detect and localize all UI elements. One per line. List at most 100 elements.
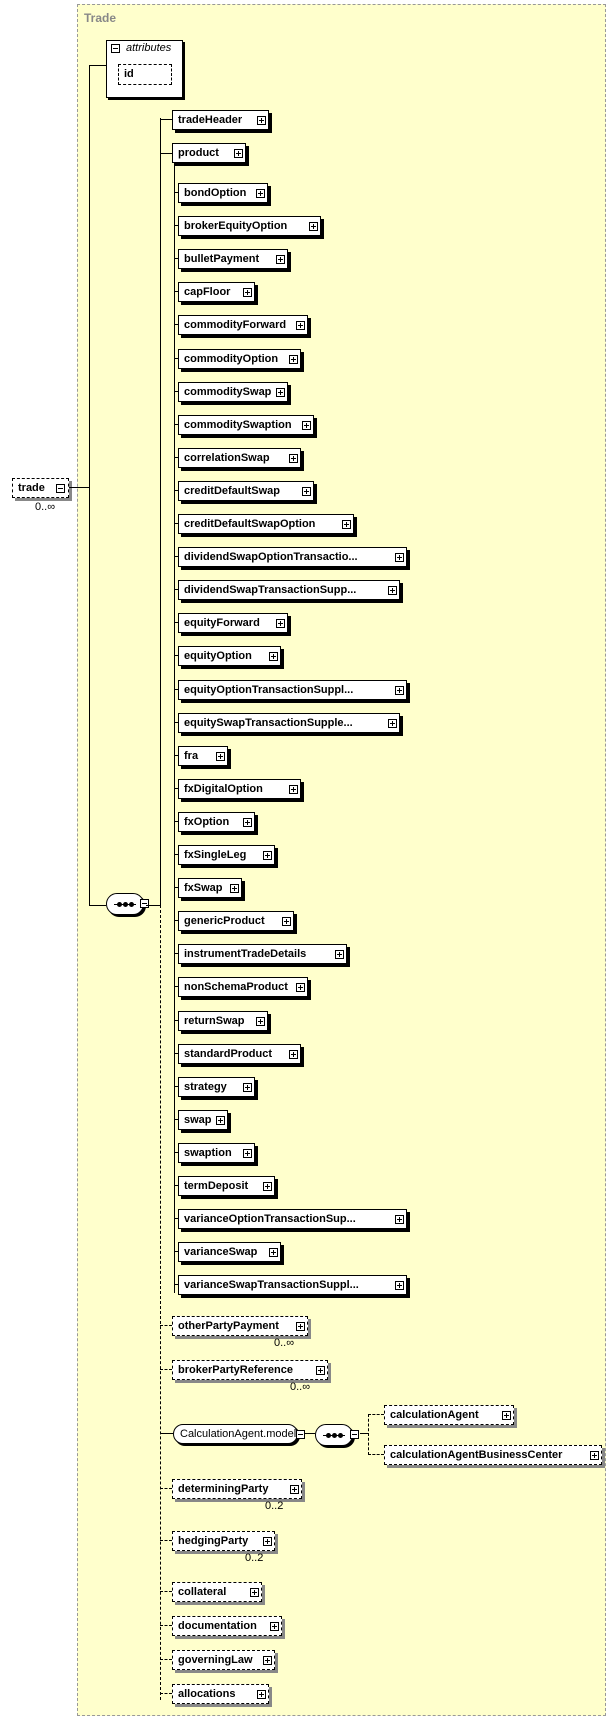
element-substitute-15[interactable]: equityOptionTransactionSuppl... xyxy=(178,680,407,700)
expand-icon[interactable] xyxy=(395,1281,404,1290)
element-collateral[interactable]: collateral xyxy=(172,1582,262,1602)
element-substitute-16[interactable]: equitySwapTransactionSupple... xyxy=(178,713,400,733)
expand-icon[interactable] xyxy=(263,1182,272,1191)
expand-icon[interactable] xyxy=(289,454,298,463)
expand-icon[interactable] xyxy=(276,255,285,264)
element-substitute-29[interactable]: swaption xyxy=(178,1143,255,1163)
element-substitute-24[interactable]: nonSchemaProduct xyxy=(178,977,308,997)
expand-icon[interactable] xyxy=(342,520,351,529)
element-substitute-30[interactable]: termDeposit xyxy=(178,1176,275,1196)
expand-icon[interactable] xyxy=(302,421,311,430)
element-substitute-20[interactable]: fxSingleLeg xyxy=(178,845,275,865)
element-substitute-3[interactable]: capFloor xyxy=(178,282,255,302)
element-determiningParty[interactable]: determiningParty xyxy=(172,1479,302,1499)
expand-icon[interactable] xyxy=(276,619,285,628)
element-substitute-33[interactable]: varianceSwapTransactionSuppl... xyxy=(178,1275,407,1295)
attributes-collapse-icon[interactable] xyxy=(111,44,120,53)
element-calculationAgent[interactable]: calculationAgent xyxy=(384,1405,514,1425)
expand-icon[interactable] xyxy=(250,1588,259,1597)
element-substitute-4[interactable]: commodityForward xyxy=(178,315,308,335)
expand-icon[interactable] xyxy=(395,1215,404,1224)
element-hedgingParty[interactable]: hedgingParty xyxy=(172,1531,275,1551)
group-collapse-icon[interactable] xyxy=(296,1430,305,1439)
element-otherPartyPayment[interactable]: otherPartyPayment xyxy=(172,1316,308,1336)
expand-icon[interactable] xyxy=(395,686,404,695)
element-brokerPartyReference[interactable]: brokerPartyReference xyxy=(172,1360,328,1380)
root-element-trade[interactable]: trade xyxy=(12,478,69,498)
attribute-id[interactable]: id xyxy=(118,64,172,85)
calculation-agent-model-group[interactable]: CalculationAgent.model xyxy=(173,1424,298,1444)
expand-icon[interactable] xyxy=(296,321,305,330)
expand-icon[interactable] xyxy=(243,288,252,297)
expand-icon[interactable] xyxy=(289,355,298,364)
element-calculationAgentBusinessCenter[interactable]: calculationAgentBusinessCenter xyxy=(384,1445,602,1465)
expand-icon[interactable] xyxy=(335,950,344,959)
element-tradeHeader[interactable]: tradeHeader xyxy=(172,110,269,130)
element-substitute-2[interactable]: bulletPayment xyxy=(178,249,288,269)
expand-icon[interactable] xyxy=(234,149,243,158)
expand-icon[interactable] xyxy=(256,189,265,198)
element-substitute-27[interactable]: strategy xyxy=(178,1077,255,1097)
element-substitute-9[interactable]: creditDefaultSwap xyxy=(178,481,314,501)
expand-icon[interactable] xyxy=(388,719,397,728)
element-substitute-17[interactable]: fra xyxy=(178,746,228,766)
collapse-icon[interactable] xyxy=(56,484,65,493)
expand-icon[interactable] xyxy=(290,1485,299,1494)
expand-icon[interactable] xyxy=(269,652,278,661)
element-documentation[interactable]: documentation xyxy=(172,1616,282,1636)
expand-icon[interactable] xyxy=(309,222,318,231)
element-substitute-31[interactable]: varianceOptionTransactionSup... xyxy=(178,1209,407,1229)
element-substitute-12[interactable]: dividendSwapTransactionSupp... xyxy=(178,580,400,600)
expand-icon[interactable] xyxy=(269,1248,278,1257)
expand-icon[interactable] xyxy=(502,1411,511,1420)
expand-icon[interactable] xyxy=(316,1366,325,1375)
element-substitute-7[interactable]: commoditySwaption xyxy=(178,415,314,435)
expand-icon[interactable] xyxy=(216,752,225,761)
sequence-collapse-icon[interactable] xyxy=(140,899,149,908)
expand-icon[interactable] xyxy=(216,1116,225,1125)
expand-icon[interactable] xyxy=(282,917,291,926)
element-substitute-8[interactable]: correlationSwap xyxy=(178,448,301,468)
element-substitute-19[interactable]: fxOption xyxy=(178,812,255,832)
expand-icon[interactable] xyxy=(590,1451,599,1460)
expand-icon[interactable] xyxy=(395,553,404,562)
expand-icon[interactable] xyxy=(263,851,272,860)
element-substitute-26[interactable]: standardProduct xyxy=(178,1044,301,1064)
group-sequence-collapse-icon[interactable] xyxy=(350,1430,359,1439)
expand-icon[interactable] xyxy=(296,1322,305,1331)
expand-icon[interactable] xyxy=(243,818,252,827)
element-substitute-22[interactable]: genericProduct xyxy=(178,911,294,931)
element-substitute-14[interactable]: equityOption xyxy=(178,646,281,666)
expand-icon[interactable] xyxy=(270,1622,279,1631)
expand-icon[interactable] xyxy=(243,1083,252,1092)
expand-icon[interactable] xyxy=(289,785,298,794)
expand-icon[interactable] xyxy=(302,487,311,496)
element-product[interactable]: product xyxy=(172,143,246,163)
element-substitute-10[interactable]: creditDefaultSwapOption xyxy=(178,514,354,534)
expand-icon[interactable] xyxy=(263,1537,272,1546)
element-substitute-23[interactable]: instrumentTradeDetails xyxy=(178,944,347,964)
element-substitute-32[interactable]: varianceSwap xyxy=(178,1242,281,1262)
element-substitute-25[interactable]: returnSwap xyxy=(178,1011,268,1031)
element-substitute-13[interactable]: equityForward xyxy=(178,613,288,633)
expand-icon[interactable] xyxy=(230,884,239,893)
expand-icon[interactable] xyxy=(257,116,266,125)
expand-icon[interactable] xyxy=(289,1050,298,1059)
expand-icon[interactable] xyxy=(276,388,285,397)
expand-icon[interactable] xyxy=(388,586,397,595)
element-substitute-18[interactable]: fxDigitalOption xyxy=(178,779,301,799)
element-governingLaw[interactable]: governingLaw xyxy=(172,1650,275,1670)
element-substitute-6[interactable]: commoditySwap xyxy=(178,382,288,402)
expand-icon[interactable] xyxy=(243,1149,252,1158)
expand-icon[interactable] xyxy=(263,1656,272,1665)
element-allocations[interactable]: allocations xyxy=(172,1684,269,1704)
element-substitute-28[interactable]: swap xyxy=(178,1110,228,1130)
element-substitute-11[interactable]: dividendSwapOptionTransactio... xyxy=(178,547,407,567)
expand-icon[interactable] xyxy=(257,1690,266,1699)
expand-icon[interactable] xyxy=(296,983,305,992)
expand-icon[interactable] xyxy=(256,1017,265,1026)
element-substitute-21[interactable]: fxSwap xyxy=(178,878,242,898)
element-substitute-5[interactable]: commodityOption xyxy=(178,349,301,369)
element-substitute-0[interactable]: bondOption xyxy=(178,183,268,203)
element-substitute-1[interactable]: brokerEquityOption xyxy=(178,216,321,236)
